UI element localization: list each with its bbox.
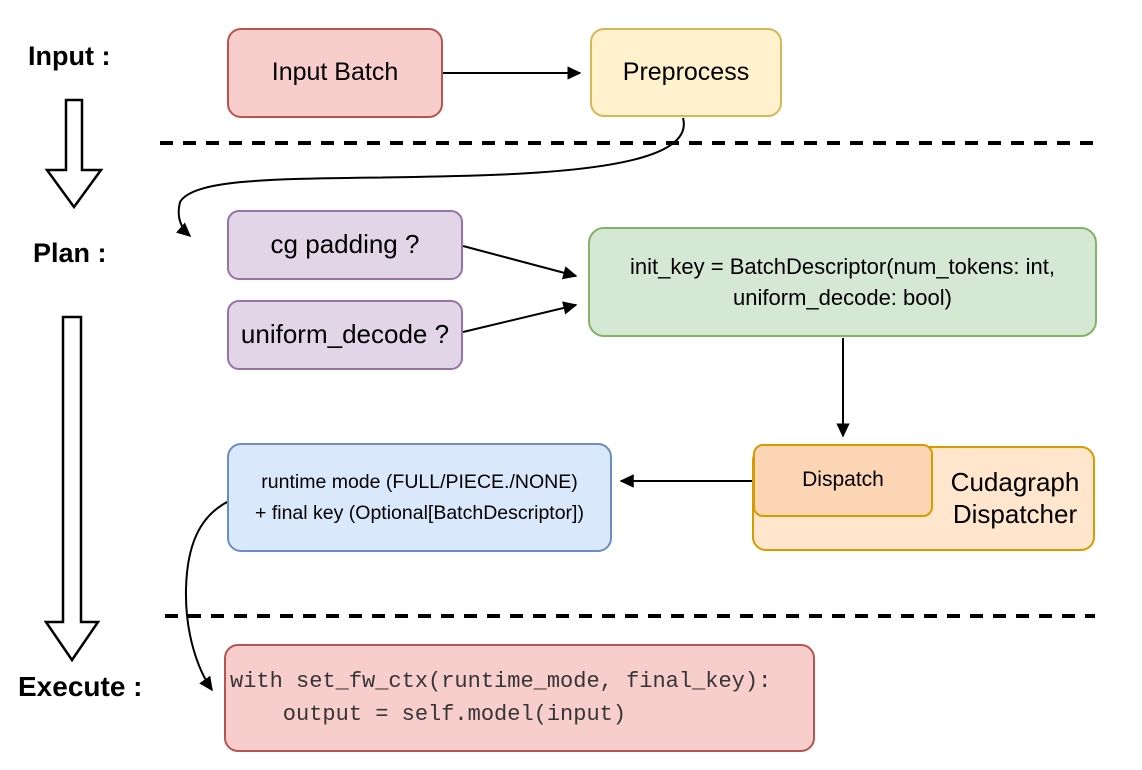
node-preprocess: Preprocess bbox=[590, 28, 782, 117]
stage-label-execute: Execute : bbox=[18, 671, 143, 702]
node-dispatch: Dispatch bbox=[753, 444, 933, 517]
arrow-cg-padding-to-init-key bbox=[462, 245, 578, 280]
node-init-key: init_key = BatchDescriptor(num_tokens: i… bbox=[588, 227, 1097, 337]
stage-label-plan: Plan : bbox=[33, 238, 107, 268]
cudagraph-dispatcher-label: Cudagraph Dispatcher bbox=[950, 467, 1080, 529]
node-input-batch: Input Batch bbox=[227, 28, 443, 118]
curve-preprocess-to-plan bbox=[175, 117, 685, 237]
node-execute-code: with set_fw_ctx(runtime_mode, final_key)… bbox=[224, 644, 815, 752]
stage-label-input: Input : bbox=[28, 41, 111, 71]
input-to-plan-arrow-icon bbox=[44, 98, 104, 210]
node-runtime-result: runtime mode (FULL/PIECE./NONE) + final … bbox=[227, 443, 612, 552]
curve-runtime-result-to-execute-code bbox=[184, 500, 230, 692]
node-uniform-decode: uniform_decode ? bbox=[227, 300, 463, 370]
plan-to-execute-arrow-icon bbox=[43, 315, 101, 663]
arrow-uniform-decode-to-init-key bbox=[462, 301, 578, 333]
node-cg-padding: cg padding ? bbox=[227, 210, 463, 280]
